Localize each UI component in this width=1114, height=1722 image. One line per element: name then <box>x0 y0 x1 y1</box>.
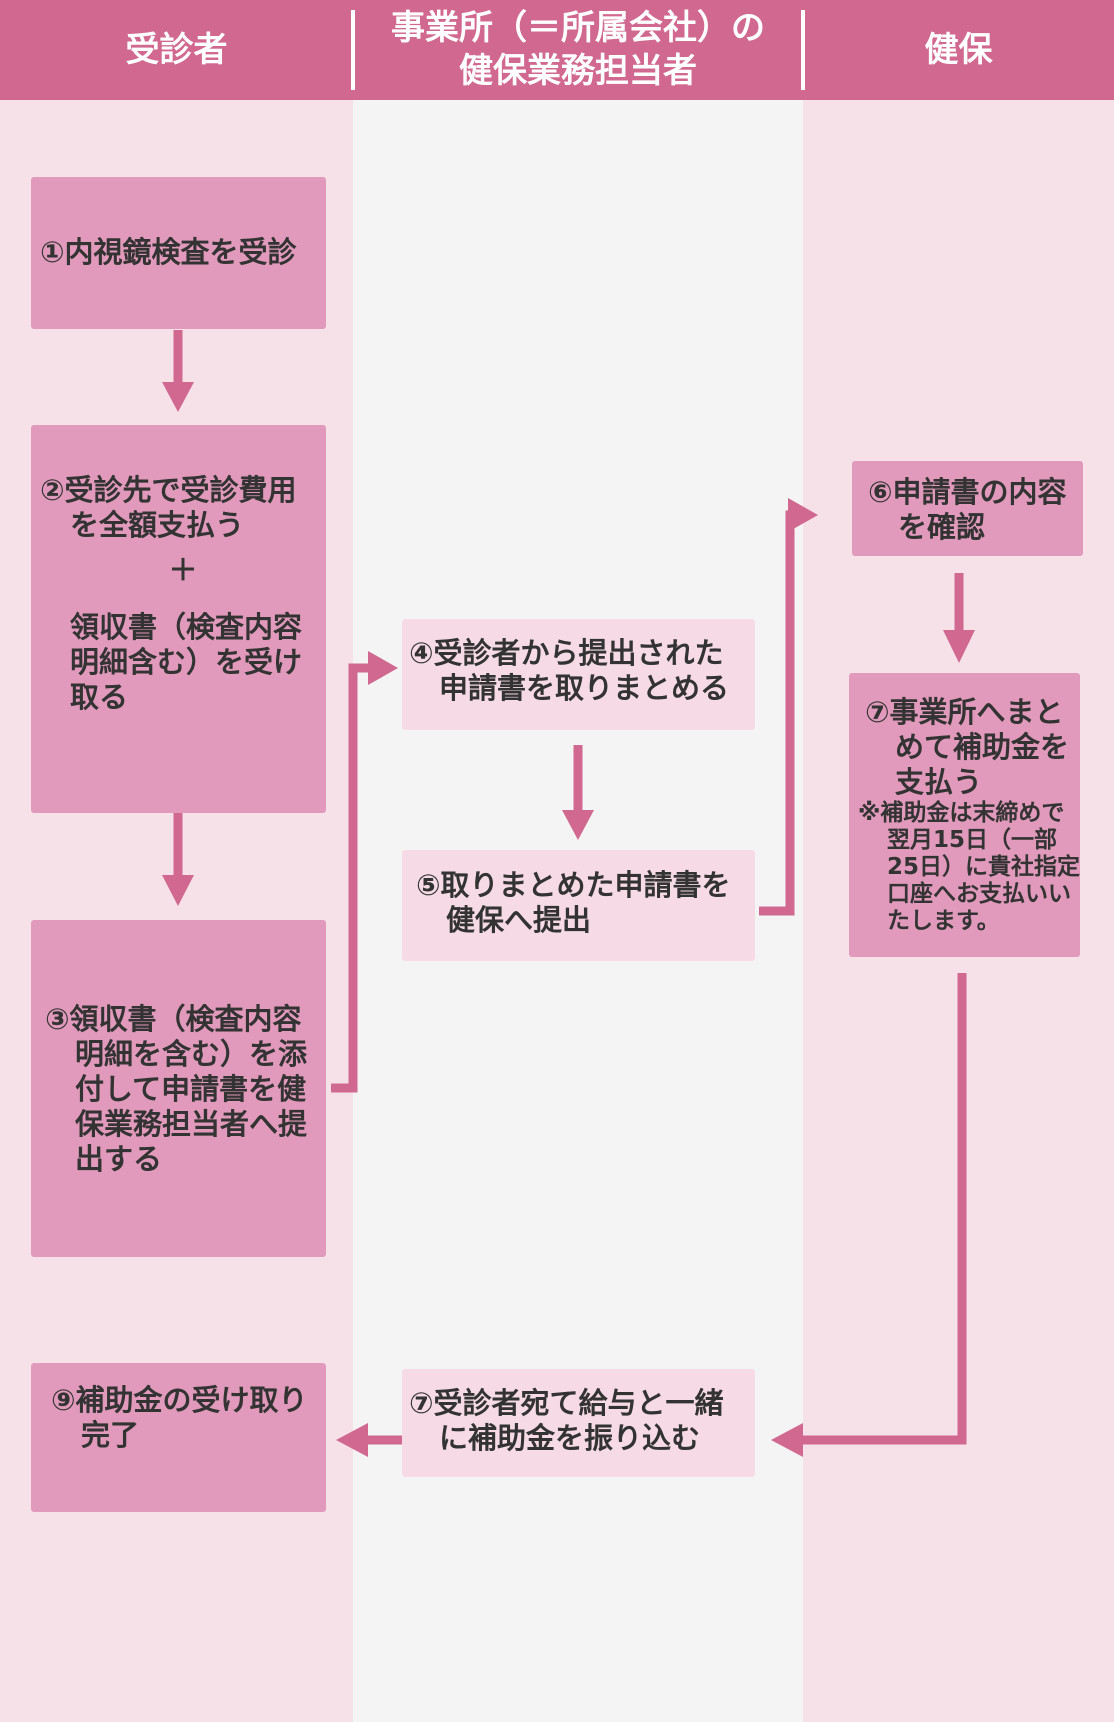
step-5-line: 健保へ提出 <box>446 903 592 937</box>
header-divider <box>801 10 805 90</box>
lane-header: 受診者 事業所（＝所属会社）の 健保業務担当者 健保 <box>0 0 1114 100</box>
arrow-7-to-7b <box>803 973 967 1445</box>
step-6-line: を確認 <box>898 510 986 544</box>
step-7-note: 25日）に貴社指定 <box>887 854 1081 880</box>
step-7-note: ※補助金は末締めで <box>858 800 1065 826</box>
step-1-box: ①内視鏡検査を受診 <box>31 177 326 329</box>
step-7-note: 口座へお支払いい <box>887 881 1071 907</box>
step-7-note: たします。 <box>887 908 1000 934</box>
arrowhead-down <box>162 875 194 906</box>
step-2-line: 明細含む）を受け <box>70 645 303 679</box>
step-2-box: ②受診先で受診費用 を全額支払う ＋ 領収書（検査内容 明細含む）を受け 取る <box>31 425 326 813</box>
arrowhead-down <box>162 382 194 412</box>
step-3-line: 明細を含む）を添 <box>75 1037 308 1071</box>
step-7-box: ⑦事業所へまと めて補助金を 支払う ※補助金は末締めで 翌月15日（一部 25… <box>849 673 1080 957</box>
step-2-line: 取る <box>70 680 129 714</box>
step-3-box: ③領収書（検査内容 明細を含む）を添 付して申請書を健 保業務担当者へ提 出する <box>31 920 326 1257</box>
step-7-line: めて補助金を <box>895 730 1070 764</box>
step-7-line: 支払う <box>895 765 983 799</box>
arrowhead-right <box>368 651 398 685</box>
arrowhead-left <box>771 1423 803 1457</box>
lane-title-insurer-text: 健保 <box>924 29 993 70</box>
step-1-text: ①内視鏡検査を受診 <box>40 235 297 269</box>
step-2-line: を全額支払う <box>70 508 245 542</box>
step-3-line: 出する <box>75 1142 163 1176</box>
lane-title-patient: 受診者 <box>0 0 353 100</box>
lane-title-office: 事業所（＝所属会社）の 健保業務担当者 <box>353 0 803 100</box>
step-6-line: ⑥申請書の内容 <box>868 475 1067 509</box>
step-7b-line: ⑦受診者宛て給与と一緒 <box>409 1386 724 1420</box>
arrowhead-left <box>336 1423 368 1457</box>
step-2-line: 領収書（検査内容 <box>70 610 303 644</box>
plus-sign: ＋ <box>168 553 198 587</box>
step-4-box: ④受診者から提出された 申請書を取りまとめる <box>402 619 755 730</box>
step-7b-line: に補助金を振り込む <box>439 1421 701 1455</box>
step-4-line: 申請書を取りまとめる <box>439 671 730 705</box>
step-7b-box: ⑦受診者宛て給与と一緒 に補助金を振り込む <box>402 1369 755 1477</box>
arrow-3-to-4 <box>331 663 372 1093</box>
step-4-line: ④受診者から提出された <box>409 636 724 670</box>
step-7-note: 翌月15日（一部 <box>887 827 1058 853</box>
step-7-line: ⑦事業所へまと <box>865 695 1064 729</box>
step-9-line: ⑨補助金の受け取り <box>51 1383 308 1417</box>
arrowhead-down <box>562 810 594 840</box>
step-9-line: 完了 <box>81 1418 140 1452</box>
step-9-box: ⑨補助金の受け取り 完了 <box>31 1363 326 1512</box>
step-3-line: 付して申請書を健 <box>75 1072 307 1106</box>
lane-title-office-line1: 事業所（＝所属会社）の <box>391 8 765 48</box>
arrowhead-right <box>788 498 818 532</box>
header-divider <box>351 10 355 90</box>
step-3-line: 保業務担当者へ提 <box>75 1107 308 1141</box>
arrow-5-to-6 <box>759 510 795 916</box>
lane-title-insurer: 健保 <box>803 0 1114 100</box>
step-6-box: ⑥申請書の内容 を確認 <box>852 461 1083 556</box>
lane-title-office-line2: 健保業務担当者 <box>459 51 697 91</box>
step-5-box: ⑤取りまとめた申請書を 健保へ提出 <box>402 850 755 961</box>
step-2-line: ②受診先で受診費用 <box>40 473 297 507</box>
step-5-line: ⑤取りまとめた申請書を <box>416 868 731 902</box>
arrowhead-down <box>943 630 975 663</box>
step-3-line: ③領収書（検査内容 <box>45 1002 302 1036</box>
lane-title-patient-text: 受診者 <box>125 29 228 70</box>
